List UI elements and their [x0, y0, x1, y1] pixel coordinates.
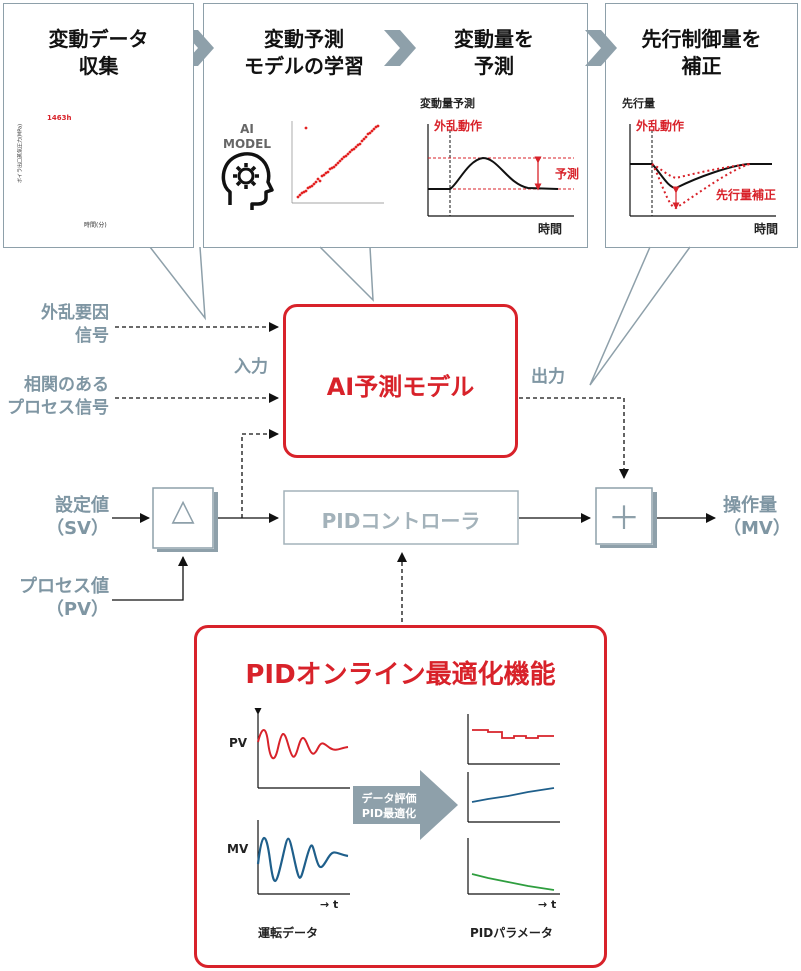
- correction-graph: [629, 124, 776, 217]
- panel-learn-title: 変動予測 モデルの学習: [244, 27, 364, 78]
- arrow-delta-to-ai: [241, 429, 279, 518]
- pv-history-graph: [254, 708, 350, 789]
- panel-correct: 先行制御量を 補正: [605, 3, 798, 248]
- ai-model-label: AI MODEL: [223, 122, 271, 151]
- chart-marker-label: 1463h: [47, 114, 72, 122]
- panel-predict-title: 変動量を 予測: [454, 27, 534, 78]
- arrow-ai-to-sum: [519, 397, 629, 479]
- pv-label: プロセス値 （PV）: [19, 576, 109, 620]
- pv-axis-label: PV: [229, 736, 248, 750]
- pid-parameter-caption: PIDパラメータ: [470, 926, 553, 940]
- input-label: 入力: [234, 357, 268, 377]
- ai-model-box: AI予測モデル: [283, 304, 518, 458]
- scatter-chart: [291, 121, 384, 204]
- pid-optimization-box: PIDオンライン最適化機能: [194, 625, 607, 968]
- prediction-graph-title: 変動量予測: [420, 97, 475, 110]
- correction-disturbance-label: 外乱動作: [636, 119, 685, 133]
- pid-box: [283, 490, 519, 545]
- correction-graph-title: 先行量: [622, 97, 655, 110]
- mv-axis-label: MV: [227, 842, 249, 856]
- panel-correct-title: 先行制御量を 補正: [641, 27, 762, 78]
- correction-time-label: 時間: [754, 222, 779, 236]
- plus-symbol: ＋: [607, 499, 640, 537]
- optimization-title: PIDオンライン最適化機能: [245, 660, 556, 690]
- sv-label: 設定値 （SV）: [46, 495, 109, 539]
- flow-lines: [112, 322, 716, 622]
- prediction-amount-label: 予測: [555, 167, 580, 181]
- delta-box: [152, 487, 218, 552]
- arrow-pv-to-delta: [112, 556, 188, 601]
- correction-amount-label: 先行量補正: [716, 188, 777, 202]
- panel-collect-title: 変動データ 収集: [48, 27, 149, 78]
- chart-x-axis-label: 時間(分): [84, 222, 107, 229]
- disturbance-signal-label: 外乱要因 信号: [41, 303, 109, 346]
- sum-box: [595, 487, 657, 548]
- panel-collect: 変動データ 収集: [3, 3, 194, 248]
- chevron-right-icon: [585, 30, 617, 66]
- panel-learn-predict: 変動予測 モデルの学習 変動量を 予測: [203, 3, 588, 248]
- prediction-disturbance-label: 外乱動作: [434, 119, 483, 133]
- delta-symbol: △: [171, 493, 195, 528]
- param-graph-1: [467, 714, 560, 765]
- prediction-graph: [427, 124, 574, 217]
- evaluate-arrow-text: データ評価 PID最適化: [361, 792, 417, 820]
- chevron-right-icon: [384, 30, 416, 66]
- process-signal-label: 相関のある プロセス信号: [7, 375, 109, 418]
- evaluate-arrow-icon: [353, 770, 458, 840]
- callout-tails: [149, 246, 691, 386]
- ai-model-label-text: AI予測モデル: [326, 373, 475, 401]
- output-label: 出力: [531, 367, 565, 387]
- chart-y-axis-label: ボイラ出口蒸気圧力(MPa): [17, 123, 24, 184]
- mv-history-graph: [256, 820, 350, 895]
- prediction-time-label: 時間: [538, 222, 563, 236]
- mv-label: 操作量 （MV）: [723, 495, 791, 539]
- ai-head-icon: [221, 152, 274, 210]
- operation-data-caption: 運転データ: [258, 926, 319, 940]
- time-axis-left: → t: [320, 898, 339, 911]
- param-graph-3: [467, 838, 560, 895]
- pid-controller-label: PIDコントローラ: [321, 509, 481, 533]
- time-axis-right: → t: [538, 898, 557, 911]
- param-graph-2: [467, 772, 560, 823]
